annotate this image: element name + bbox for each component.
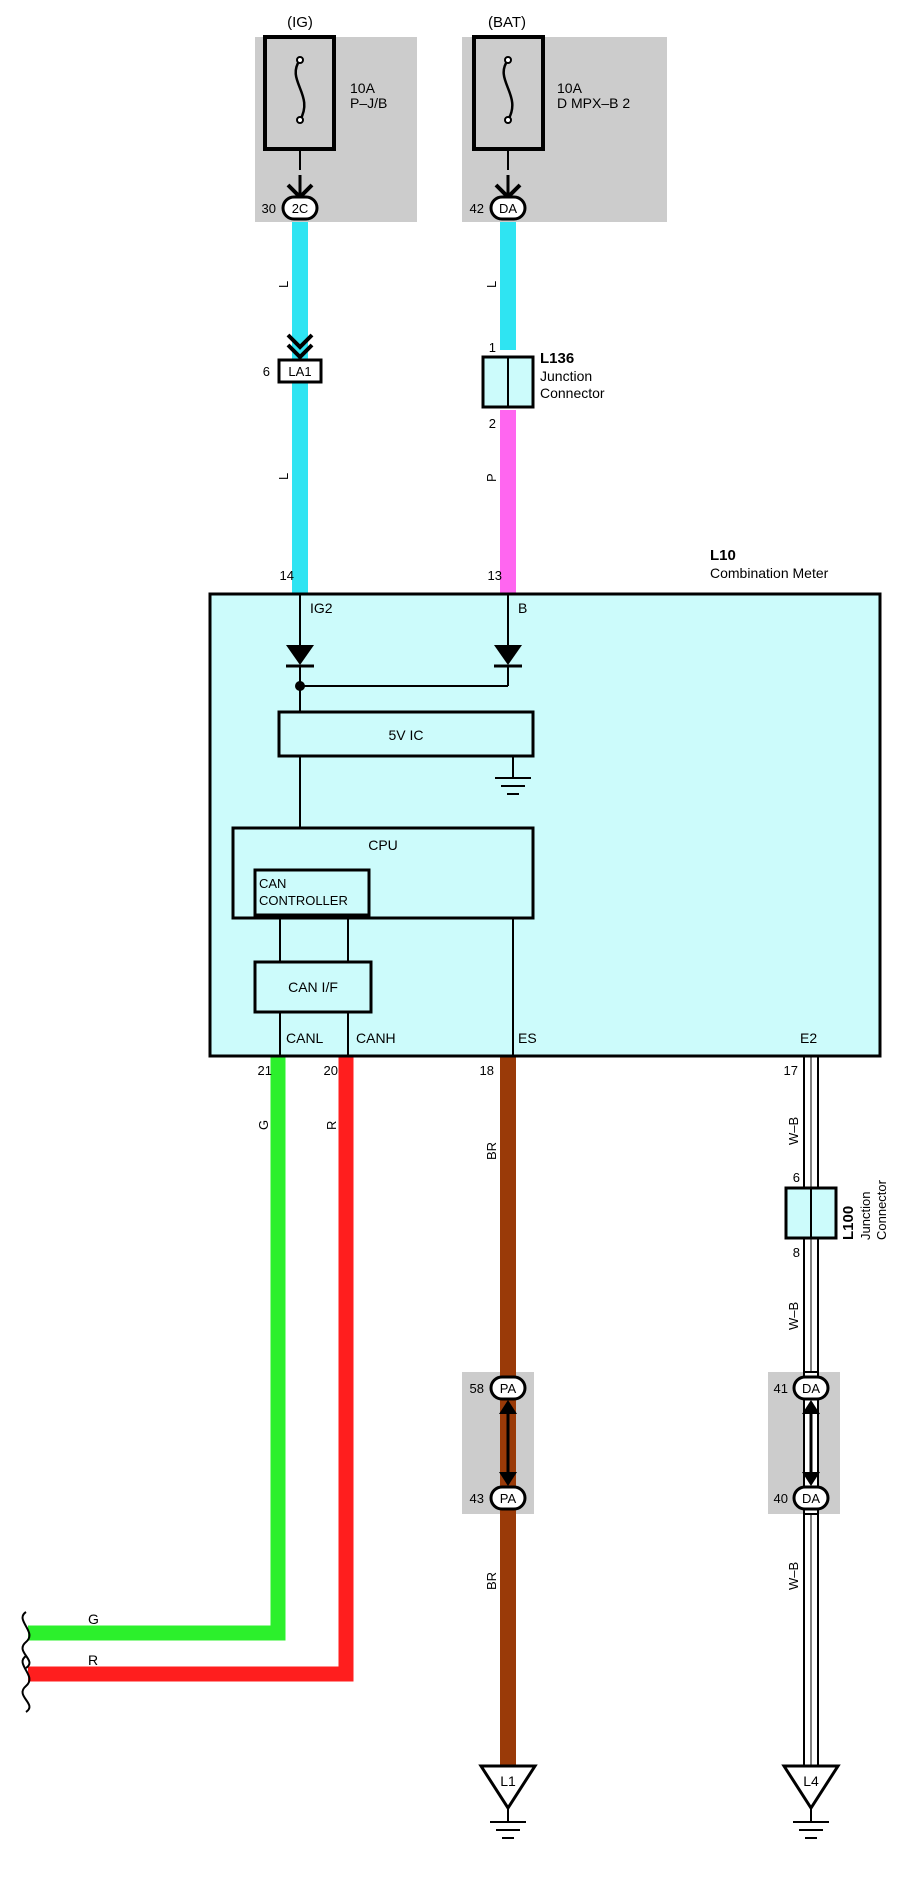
- fuse-bat-pin: 42: [470, 201, 484, 216]
- ic-5v-block: [277, 710, 535, 758]
- pa-top-pin: 58: [470, 1381, 484, 1396]
- meter-pin-canh: 20: [324, 1063, 338, 1078]
- fuse-ig-name: P–J/B: [350, 95, 387, 111]
- connector-2c-label: 2C: [292, 201, 309, 216]
- fuse-ig-title: (IG): [287, 14, 313, 31]
- meter-pin-ig2: 14: [280, 568, 294, 583]
- cpu-label: CPU: [368, 837, 398, 853]
- can-controller-label-2: CONTROLLER: [259, 893, 348, 908]
- wire-label-l-bat: L: [484, 281, 499, 288]
- meter-term-b: B: [518, 600, 527, 616]
- wire-label-r: R: [324, 1121, 339, 1130]
- wire-r: [28, 1056, 354, 1682]
- ground-l1: L1: [478, 1764, 538, 1839]
- fuse-ig-pin: 30: [262, 201, 276, 216]
- combination-meter-box: [208, 592, 882, 1058]
- wire-label-r-left: R: [88, 1652, 98, 1668]
- da-double-arrow-icon: [802, 1400, 820, 1486]
- meter-name: Combination Meter: [710, 565, 829, 581]
- da-bottom-pin: 40: [774, 1491, 788, 1506]
- wire-g: [28, 1056, 286, 1641]
- connector-da-bat-label: DA: [499, 201, 517, 216]
- l136-pin-bottom: 2: [489, 416, 496, 431]
- wire-label-wb-upper: W–B: [786, 1117, 801, 1145]
- meter-term-canh: CANH: [356, 1030, 396, 1046]
- connector-la1: LA1: [277, 333, 323, 384]
- meter-id: L10: [710, 547, 736, 564]
- connector-da-top: DA: [792, 1375, 830, 1401]
- wire-label-wb-mid: W–B: [786, 1302, 801, 1330]
- da-top-pin: 41: [774, 1381, 788, 1396]
- connector-da-top-label: DA: [802, 1381, 820, 1396]
- fuse-ig-rating: 10A: [350, 80, 376, 96]
- ground-l4-label: L4: [803, 1773, 819, 1789]
- connector-da-bat: DA: [489, 175, 527, 221]
- fuse-bat-title: (BAT): [488, 14, 526, 31]
- pa-double-arrow-icon: [499, 1400, 517, 1486]
- l100-line2: Connector: [874, 1179, 889, 1240]
- l100-pin-bottom: 8: [793, 1245, 800, 1260]
- connector-pa-top-label: PA: [500, 1381, 517, 1396]
- wire-label-l-upper: L: [276, 281, 291, 288]
- la1-pin: 6: [263, 364, 270, 379]
- l136-pin-top: 1: [489, 340, 496, 355]
- connector-da-bottom: DA: [792, 1485, 830, 1511]
- l136-line1: Junction: [540, 368, 592, 384]
- ic-5v-label: 5V IC: [388, 727, 423, 743]
- connector-da-bottom-label: DA: [802, 1491, 820, 1506]
- can-controller-block: [253, 868, 371, 917]
- connector-pa-bottom-label: PA: [500, 1491, 517, 1506]
- wire-label-l-lower: L: [276, 473, 291, 480]
- wire-label-g: G: [256, 1120, 271, 1130]
- can-if-label: CAN I/F: [288, 979, 338, 995]
- ground-icon: [495, 770, 531, 795]
- connector-pa-bottom: PA: [489, 1485, 527, 1511]
- fuse-box-bat-background: [462, 37, 667, 222]
- pa-bottom-pin: 43: [470, 1491, 484, 1506]
- meter-pin-e2: 17: [784, 1063, 798, 1078]
- connector-pa-top: PA: [489, 1375, 527, 1401]
- meter-term-canl: CANL: [286, 1030, 324, 1046]
- diode-ig2: [286, 645, 314, 668]
- l100-pin-top: 6: [793, 1170, 800, 1185]
- connector-la1-label: LA1: [288, 364, 311, 379]
- wire-label-g-left: G: [88, 1611, 99, 1627]
- junction-dot: [295, 681, 305, 691]
- junction-connector-l136: [481, 355, 535, 409]
- wire-l-ig: [292, 222, 308, 594]
- meter-pin-es: 18: [480, 1063, 494, 1078]
- l136-line2: Connector: [540, 385, 605, 401]
- l100-line1: Junction: [858, 1192, 873, 1240]
- wire-label-p: P: [484, 473, 499, 482]
- wire-label-br-upper: BR: [484, 1142, 499, 1160]
- can-if-block: [253, 960, 373, 1014]
- wire-label-br-lower: BR: [484, 1572, 499, 1590]
- diode-b: [494, 645, 522, 668]
- meter-term-ig2: IG2: [310, 600, 333, 616]
- ground-l4: L4: [781, 1764, 841, 1839]
- wire-break-r-symbol: [21, 1655, 31, 1713]
- ground-l1-label: L1: [500, 1773, 516, 1789]
- wire-p: [500, 410, 516, 594]
- l100-id: L100: [840, 1206, 857, 1240]
- meter-term-e2: E2: [800, 1030, 817, 1046]
- wire-l-bat: [500, 222, 516, 350]
- meter-term-es: ES: [518, 1030, 537, 1046]
- l136-id: L136: [540, 350, 574, 367]
- fuse-ig-element: [294, 59, 306, 121]
- fuse-bat-name: D MPX–B 2: [557, 95, 630, 111]
- connector-2c: 2C: [281, 175, 319, 221]
- meter-pin-b: 13: [488, 568, 502, 583]
- fuse-bat-element: [502, 59, 514, 121]
- fuse-bat-rating: 10A: [557, 80, 583, 96]
- wire-break-g-symbol: [21, 1611, 31, 1669]
- junction-connector-l100: [784, 1186, 838, 1240]
- can-controller-label-1: CAN: [259, 876, 286, 891]
- wire-label-wb-lower: W–B: [786, 1562, 801, 1590]
- meter-pin-canl: 21: [258, 1063, 272, 1078]
- cpu-block: [231, 826, 535, 920]
